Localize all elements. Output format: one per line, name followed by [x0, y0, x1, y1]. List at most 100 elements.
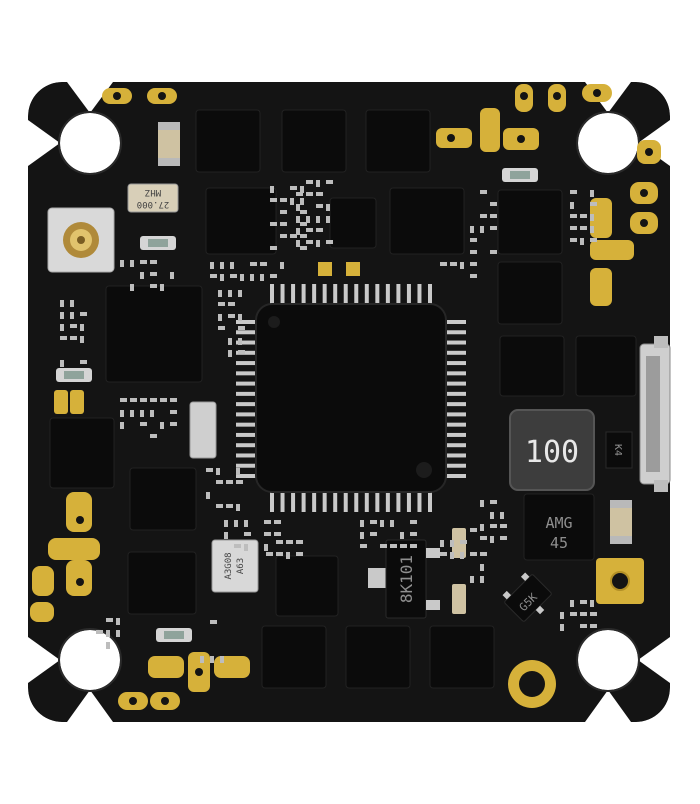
passive-component — [470, 274, 477, 278]
passive-component — [450, 540, 454, 547]
mcu-pin — [236, 443, 256, 448]
passive-component — [570, 214, 577, 218]
passive-component — [216, 504, 223, 508]
passive-component — [236, 468, 240, 475]
passive-component — [296, 228, 300, 235]
mcu-pin — [236, 402, 256, 407]
passive-component — [218, 314, 222, 321]
passive-component — [96, 630, 103, 634]
passive-component — [390, 544, 397, 548]
passive-component — [440, 552, 447, 556]
gold-ring-pad-hole — [519, 671, 545, 697]
mcu-pin — [333, 492, 338, 512]
passive-component — [130, 284, 134, 291]
mcu-chip — [236, 284, 466, 512]
passive-component — [220, 262, 224, 269]
mcu-pin — [354, 492, 359, 512]
gold-pads-top-right — [436, 84, 612, 152]
passive-component — [116, 618, 120, 625]
gold-pads-right — [590, 140, 661, 306]
passive-component — [238, 314, 242, 321]
passive-component — [480, 552, 487, 556]
passive-component — [70, 300, 74, 307]
passive-component — [234, 520, 238, 527]
passive-component — [300, 198, 304, 205]
passive-component — [316, 192, 323, 196]
passive-component — [326, 240, 333, 244]
mcu-pin — [428, 492, 432, 512]
mcu-pin — [385, 492, 390, 512]
passive-component — [140, 422, 147, 426]
passive-component — [390, 520, 394, 527]
passive-component — [224, 520, 228, 527]
passive-component — [218, 326, 225, 330]
passive-component — [140, 410, 144, 417]
mcu-pin — [396, 492, 401, 512]
passive-component — [590, 214, 594, 221]
mcu-pin — [446, 402, 466, 407]
passive-component — [590, 612, 597, 616]
passive-component — [276, 540, 283, 544]
mcu-pin — [236, 381, 256, 386]
passive-component — [290, 186, 297, 190]
passive-component — [60, 324, 64, 331]
mcu-pin — [406, 492, 411, 512]
passive-component — [450, 552, 454, 559]
crystal-oscillator — [127, 183, 179, 213]
passive-component — [490, 512, 494, 519]
passive-component — [170, 272, 174, 279]
passive-component — [316, 216, 320, 223]
passive-component — [410, 520, 417, 524]
passive-component — [480, 214, 487, 218]
passive-component — [106, 630, 110, 637]
mcu-pin — [236, 412, 256, 417]
passive-component — [410, 532, 417, 536]
passive-component — [216, 480, 223, 484]
passive-component — [260, 274, 264, 281]
barometer-chip — [211, 539, 259, 593]
passive-component — [234, 544, 241, 548]
mount-hole-bottom-left — [58, 628, 122, 692]
mcu-pin — [446, 443, 466, 448]
mcu-pin — [236, 432, 256, 437]
passive-component — [470, 238, 477, 242]
mcu-pin — [270, 492, 274, 512]
passive-component — [230, 262, 234, 269]
passive-component — [228, 314, 235, 318]
passive-component — [250, 274, 254, 281]
passive-component — [286, 552, 290, 559]
mcu-pin — [270, 284, 274, 304]
passive-component — [120, 410, 124, 417]
passive-component — [480, 576, 484, 583]
passive-component — [300, 234, 307, 238]
passive-component — [266, 552, 273, 556]
passive-component — [238, 326, 245, 330]
passive-component — [244, 532, 251, 536]
side-code-label: K4 — [612, 444, 623, 456]
passive-component — [296, 552, 303, 556]
passive-component — [460, 540, 467, 544]
amg-label-line2: 45 — [550, 534, 568, 552]
passive-component — [274, 520, 281, 524]
passive-component — [470, 226, 474, 233]
passive-component — [120, 260, 124, 267]
mcu-pin — [396, 284, 401, 304]
mcu-pin — [406, 284, 411, 304]
passive-component — [580, 624, 587, 628]
passive-component — [140, 260, 147, 264]
passive-component — [160, 284, 164, 291]
passive-component — [280, 222, 287, 226]
passive-component — [116, 630, 120, 637]
passive-component — [270, 186, 274, 193]
mcu-pin — [236, 474, 256, 478]
passive-component — [460, 552, 464, 559]
passive-component — [490, 202, 497, 206]
passive-component — [500, 536, 507, 540]
passive-component — [200, 656, 204, 663]
mcu-pin — [312, 492, 317, 512]
passive-component — [220, 656, 224, 663]
passive-component — [296, 192, 303, 196]
passive-component — [106, 618, 113, 622]
passive-component — [316, 204, 323, 208]
